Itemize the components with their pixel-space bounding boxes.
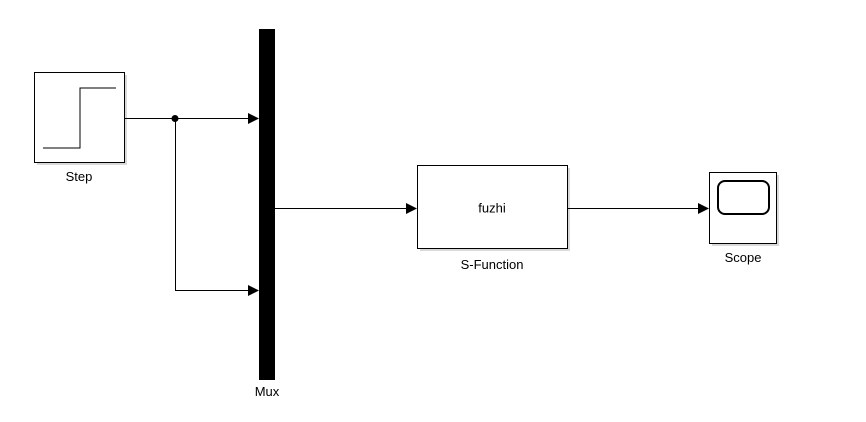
signal-line-sfunction-to-scope[interactable] — [568, 203, 709, 214]
scope-label: Scope — [724, 250, 762, 265]
mux-block[interactable] — [259, 29, 275, 380]
scope-block[interactable] — [709, 172, 780, 247]
step-block[interactable] — [34, 72, 128, 166]
sfunction-label: S-Function — [460, 257, 524, 272]
signal-line-mux-to-sfunction[interactable] — [275, 203, 417, 214]
step-label: Step — [65, 169, 93, 184]
step-icon — [43, 87, 116, 149]
signal-line-branch-to-mux-in2[interactable] — [175, 118, 260, 297]
mux-label: Mux — [254, 384, 280, 399]
scope-screen-icon — [717, 180, 770, 215]
signal-line-step-to-mux-in1[interactable] — [125, 113, 259, 124]
sfunction-name-text: fuzhi — [478, 200, 506, 216]
sfunction-block[interactable] — [417, 165, 571, 252]
